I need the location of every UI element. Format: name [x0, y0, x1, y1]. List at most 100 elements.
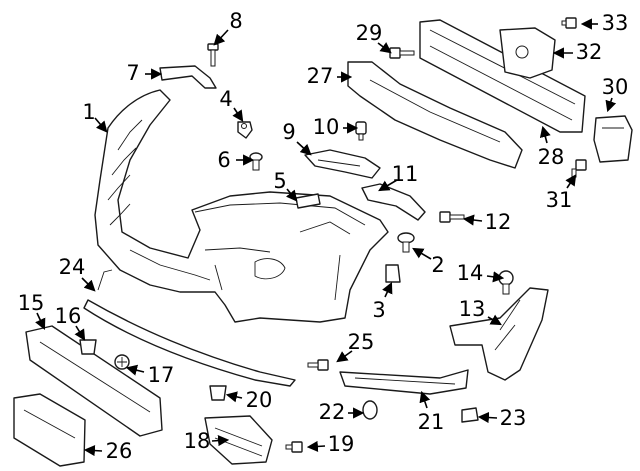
callout-arrow	[125, 364, 145, 376]
callout-7: 7	[126, 61, 163, 85]
callout-4: 4	[219, 87, 244, 122]
callout-number: 8	[229, 9, 242, 33]
callout-26: 26	[83, 439, 133, 463]
callout-number: 26	[106, 439, 133, 463]
callout-arrow	[81, 277, 96, 292]
callout-arrow	[306, 440, 326, 453]
callout-number: 1	[82, 100, 95, 124]
callout-number: 22	[319, 400, 346, 424]
callout-31: 31	[546, 174, 577, 212]
part-13-side-bracket	[449, 287, 549, 381]
callout-1: 1	[82, 100, 108, 133]
callout-arrow	[487, 314, 502, 326]
callout-number: 18	[184, 429, 211, 453]
callout-24: 24	[59, 255, 96, 292]
callout-number: 7	[126, 61, 139, 85]
callout-number: 2	[431, 253, 444, 277]
part-19-bolt	[285, 441, 303, 453]
part-6-retainer	[249, 152, 263, 171]
part-7-bracket	[159, 65, 217, 89]
part-31-bolt	[571, 159, 587, 178]
callout-number: 5	[273, 169, 286, 193]
callout-13: 13	[459, 297, 502, 326]
callout-arrow	[83, 444, 103, 457]
part-12-bolt	[439, 211, 465, 223]
callout-arrow	[377, 42, 392, 54]
callout-number: 29	[356, 21, 383, 45]
callout-number: 27	[307, 64, 334, 88]
callout-number: 21	[418, 410, 445, 434]
part-33-bolt	[561, 17, 577, 29]
callout-number: 12	[485, 210, 512, 234]
callout-arrow	[94, 117, 108, 133]
callout-number: 32	[576, 40, 603, 64]
callout-28: 28	[538, 125, 565, 169]
part-30-bracket	[593, 115, 633, 163]
callout-number: 11	[392, 162, 419, 186]
callout-17: 17	[125, 363, 175, 387]
part-24-molding	[83, 269, 296, 387]
callout-number: 16	[55, 304, 82, 328]
callout-33: 33	[580, 11, 629, 35]
callout-25: 25	[336, 330, 375, 363]
callout-number: 19	[328, 432, 355, 456]
callout-arrow	[211, 435, 230, 447]
part-22-clip	[362, 400, 378, 420]
callout-arrow	[336, 350, 353, 363]
callout-23: 23	[477, 406, 526, 430]
callout-arrow	[232, 107, 244, 122]
callout-arrow	[462, 214, 483, 226]
callout-number: 33	[602, 11, 629, 35]
callout-number: 9	[282, 120, 295, 144]
callout-22: 22	[319, 400, 365, 424]
callout-number: 25	[348, 330, 375, 354]
part-15-reinforcement	[25, 325, 163, 437]
callout-number: 6	[217, 148, 230, 172]
callout-number: 4	[219, 87, 232, 111]
part-32-bracket	[499, 27, 556, 79]
callout-number: 31	[546, 188, 573, 212]
callout-arrow	[74, 325, 86, 341]
callout-arrow	[213, 29, 229, 46]
callout-9: 9	[282, 120, 312, 156]
part-8-bolt	[207, 43, 219, 67]
callout-arrow	[35, 312, 46, 331]
part-14-clip	[498, 270, 514, 295]
part-21-lower-molding	[339, 369, 469, 395]
part-27-absorber	[347, 61, 523, 169]
callout-6: 6	[217, 148, 255, 172]
callout-number: 10	[313, 115, 340, 139]
callout-27: 27	[307, 64, 353, 88]
callout-12: 12	[462, 210, 512, 234]
callout-arrow	[225, 391, 243, 403]
callout-14: 14	[457, 261, 505, 285]
part-5-plate	[295, 193, 321, 209]
callout-2: 2	[412, 247, 445, 277]
part-17-clip	[114, 354, 130, 370]
part-9-bracket	[304, 149, 381, 179]
callout-number: 17	[148, 363, 175, 387]
part-20-clip	[209, 385, 227, 401]
callout-10: 10	[313, 115, 359, 139]
callout-15: 15	[18, 291, 46, 331]
callout-number: 28	[538, 145, 565, 169]
callout-16: 16	[55, 304, 86, 341]
part-25-bolt	[307, 359, 329, 371]
callout-arrow	[565, 174, 577, 189]
callout-number: 15	[18, 291, 45, 315]
part-2-clip	[397, 232, 415, 253]
callout-arrow	[605, 97, 617, 113]
part-11-bracket	[361, 183, 426, 221]
callout-19: 19	[306, 432, 355, 456]
part-3-nut	[385, 264, 401, 283]
callout-8: 8	[213, 9, 243, 46]
callout-number: 30	[602, 75, 629, 99]
callout-arrow	[382, 281, 393, 298]
callout-number: 14	[457, 261, 484, 285]
callout-arrow	[419, 390, 431, 409]
part-28-reinforcement	[419, 19, 586, 133]
callout-arrow	[539, 125, 551, 144]
callout-29: 29	[356, 21, 392, 54]
